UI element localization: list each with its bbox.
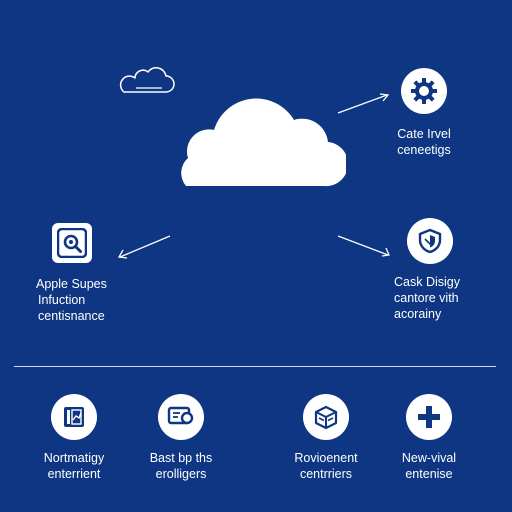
chat-lens-icon: [158, 394, 204, 440]
bottom-item-3: Rovioenent centrriers: [266, 394, 386, 482]
top-right-title: Cate Irvel: [397, 127, 451, 141]
bottom-item-4: New-vival entenise: [369, 394, 489, 482]
bottom-item-2-subtitle: erolligers: [155, 467, 207, 481]
arrow-left: [117, 235, 171, 259]
right-caption: Cask Disigy cantore vith acorainy: [394, 274, 460, 322]
right-line3: acorainy: [394, 307, 442, 321]
bottom-item-4-title: New-vival: [401, 451, 457, 465]
arrow-top-right: [337, 93, 390, 114]
right-line2: cantore vith: [394, 291, 459, 305]
bottom-item-1-title: Nortmatigy: [43, 451, 105, 465]
search-icon: [52, 223, 92, 263]
bottom-item-1-caption: Nortmatigy enterrient: [14, 450, 134, 482]
right-title: Cask Disigy: [394, 275, 460, 289]
gear-icon: [401, 68, 447, 114]
bottom-item-3-caption: Rovioenent centrriers: [266, 450, 386, 482]
plus-icon: [406, 394, 452, 440]
top-right-caption: Cate Irvel ceneetigs: [384, 126, 464, 158]
arrow-right: [337, 235, 390, 257]
bottom-item-4-caption: New-vival entenise: [369, 450, 489, 482]
bottom-item-2-title: Bast bp ths: [149, 451, 213, 465]
bottom-item-3-title: Rovioenent: [294, 451, 358, 465]
box-icon: [303, 394, 349, 440]
shield-icon: [407, 218, 453, 264]
document-chart-icon: [51, 394, 97, 440]
divider: [14, 366, 496, 367]
bottom-item-1-subtitle: enterrient: [47, 467, 101, 481]
bottom-item-2-caption: Bast bp ths erolligers: [121, 450, 241, 482]
outline-cloud-icon: [119, 67, 175, 93]
bottom-item-1: Nortmatigy enterrient: [14, 394, 134, 482]
left-line2: Infuction: [38, 293, 86, 307]
left-caption: Apple Supes Infuction centisnance: [36, 276, 107, 324]
bottom-item-3-subtitle: centrriers: [299, 467, 353, 481]
cloud-icon: [181, 98, 346, 187]
left-title: Apple Supes: [36, 277, 107, 291]
top-right-subtitle: ceneetigs: [397, 143, 451, 157]
left-line3: centisnance: [38, 309, 105, 323]
bottom-item-2: Bast bp ths erolligers: [121, 394, 241, 482]
bottom-item-4-subtitle: entenise: [405, 467, 453, 481]
